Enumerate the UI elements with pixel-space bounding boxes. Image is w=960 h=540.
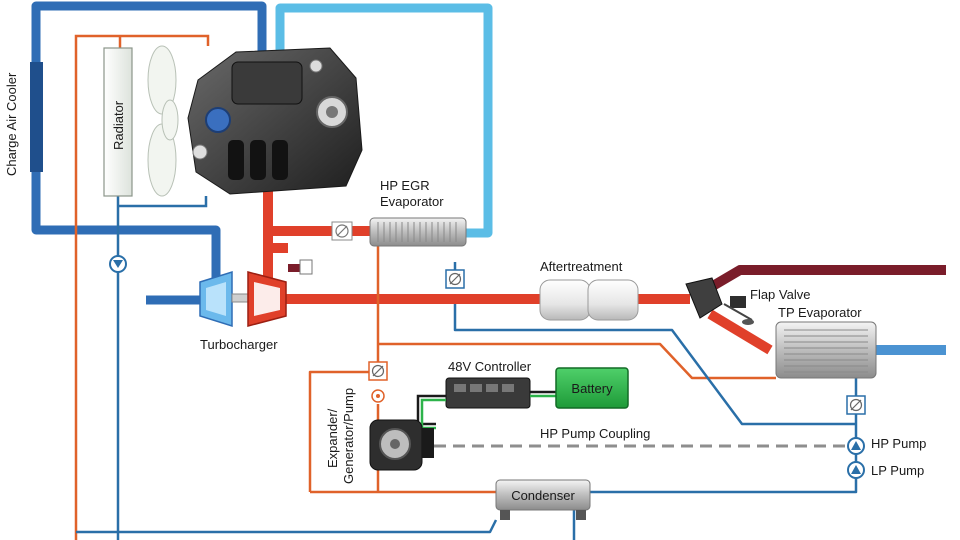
- turbocharger-label: Turbocharger: [200, 337, 278, 352]
- expander-label-line2: Generator/Pump: [341, 388, 356, 484]
- exhaust-pipes: [263, 190, 773, 355]
- charge-air-cooler-label: Charge Air Cooler: [4, 72, 19, 176]
- wf-valve-expander-icon: [368, 361, 388, 403]
- aftertreatment-label: Aftertreatment: [540, 259, 623, 274]
- lp-pump-label: LP Pump: [871, 463, 924, 478]
- flap-valve-icon: [685, 277, 754, 325]
- wf-valve-egr-icon: [445, 269, 465, 289]
- radiator: Radiator: [103, 47, 133, 197]
- flap-valve-label: Flap Valve: [750, 287, 810, 302]
- wf-valve-tp-icon: [846, 395, 866, 415]
- hp-egr-evaporator-label-line2: Evaporator: [380, 194, 444, 209]
- condenser: Condenser: [495, 479, 591, 520]
- hp-pump-icon: [847, 437, 865, 455]
- turbocharger: [199, 270, 287, 328]
- hp-pump-label: HP Pump: [871, 436, 926, 451]
- radiator-label: Radiator: [111, 100, 126, 150]
- tailpipe-upper: [703, 265, 946, 295]
- hp-pump-coupling-label: HP Pump Coupling: [540, 426, 650, 441]
- working-fluid-hot-lines: [308, 246, 776, 494]
- expander-label-line1: Expander/: [325, 408, 340, 468]
- egr-valve-icon: [331, 221, 353, 241]
- aftertreatment: [539, 279, 639, 321]
- tp-evaporator-label: TP Evaporator: [778, 305, 862, 320]
- charge-air-cooler: [30, 62, 43, 172]
- battery-label: Battery: [571, 381, 613, 396]
- controller-48v-label: 48V Controller: [448, 359, 532, 374]
- radiator-lines: [74, 34, 210, 540]
- working-fluid-cold-lines: [76, 262, 858, 540]
- controller-48v: [445, 377, 531, 409]
- coolant-pipe: [275, 3, 493, 238]
- egr-bypass-valve: [299, 259, 313, 275]
- engine-icon: [187, 47, 363, 195]
- battery: Battery: [555, 367, 629, 409]
- lp-pump-icon: [847, 461, 865, 479]
- condenser-label: Condenser: [511, 488, 575, 503]
- hp-egr-evaporator-label-line1: HP EGR: [380, 178, 430, 193]
- tp-evaporator: [775, 321, 877, 379]
- fan-icon: [147, 45, 179, 197]
- hp-egr-evaporator: [369, 217, 467, 247]
- expander-generator-pump-icon: [369, 419, 434, 471]
- coolant-pump-icon: [109, 255, 127, 273]
